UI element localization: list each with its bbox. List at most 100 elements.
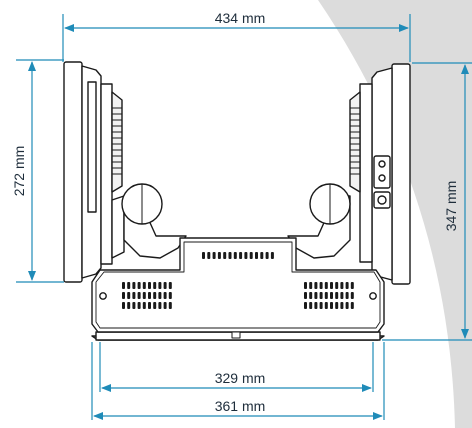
vent-slot — [314, 282, 318, 289]
vent-slot — [345, 302, 349, 309]
vent-slot — [212, 252, 216, 259]
base-screw-icon — [99, 292, 107, 300]
vent-slot — [335, 282, 339, 289]
vent-slot — [158, 302, 162, 309]
right-arm — [287, 183, 351, 259]
vent-slot — [132, 292, 136, 299]
vent-slot — [270, 252, 274, 259]
vent-slot — [137, 282, 141, 289]
vent-slot — [223, 252, 227, 259]
vent-slot — [350, 302, 354, 309]
vent-slot — [163, 302, 167, 309]
vent-slot — [309, 292, 313, 299]
right-screen — [349, 63, 411, 285]
dim-label-base-inner-width: 329 mm — [215, 370, 266, 386]
vent-slot — [350, 292, 354, 299]
vent-slot — [122, 292, 125, 299]
vent-slot — [132, 282, 136, 289]
left-vent-grille — [122, 282, 172, 309]
left-vent-slots — [112, 107, 122, 175]
vent-slot — [137, 292, 141, 299]
vent-slot — [319, 282, 323, 289]
vent-slot — [309, 302, 313, 309]
vent-slot — [158, 282, 162, 289]
vent-slot — [127, 282, 131, 289]
port-icon — [378, 160, 386, 168]
vent-slot — [168, 282, 172, 289]
top-vent-grille — [202, 252, 274, 259]
dim-base-outer-width: 361 mm — [93, 398, 383, 420]
vent-slot — [340, 302, 344, 309]
vent-slot — [265, 252, 269, 259]
vent-slot — [168, 302, 172, 309]
vent-slot — [239, 252, 243, 259]
dim-overall-height: 347 mm — [443, 64, 469, 339]
vent-slot — [163, 282, 167, 289]
vent-slot — [340, 282, 344, 289]
dim-overall-width: 434 mm — [64, 10, 409, 32]
dim-label-screen-height: 272 mm — [11, 146, 27, 197]
vent-slot — [153, 292, 157, 299]
base-unit — [91, 237, 385, 341]
vent-slot — [255, 252, 258, 259]
vent-slot — [122, 302, 125, 309]
base-screw-icon — [369, 292, 377, 300]
vent-slot — [148, 292, 151, 299]
connector-panel — [373, 155, 391, 189]
vent-slot — [132, 302, 136, 309]
vent-slot — [330, 282, 333, 289]
vent-slot — [330, 292, 333, 299]
vent-slot — [345, 292, 349, 299]
vent-slot — [304, 302, 307, 309]
left-screen — [63, 61, 125, 283]
vent-slot — [335, 302, 339, 309]
vent-slot — [324, 292, 328, 299]
vent-slot — [319, 292, 323, 299]
vent-slot — [314, 302, 318, 309]
vent-slot — [127, 292, 131, 299]
vent-slot — [137, 302, 141, 309]
vent-slot — [304, 292, 307, 299]
vent-slot — [233, 252, 237, 259]
vent-slot — [309, 282, 313, 289]
vent-slot — [228, 252, 232, 259]
vent-slot — [324, 282, 328, 289]
dim-label-base-outer-width: 361 mm — [215, 398, 266, 414]
vent-slot — [340, 292, 344, 299]
vent-slot — [314, 292, 318, 299]
vent-slot — [244, 252, 248, 259]
dim-label-overall-height: 347 mm — [443, 181, 459, 232]
vent-slot — [163, 292, 167, 299]
base-vent-grilles — [122, 252, 354, 309]
vent-slot — [304, 282, 307, 289]
vent-slot — [142, 282, 146, 289]
vent-slot — [168, 292, 172, 299]
vent-slot — [153, 302, 157, 309]
vent-slot — [217, 252, 221, 259]
vent-slot — [324, 302, 328, 309]
right-vent-grille — [304, 282, 354, 309]
vent-slot — [345, 282, 349, 289]
vent-slot — [142, 292, 146, 299]
device-drawing — [63, 61, 411, 341]
vent-slot — [335, 292, 339, 299]
vent-slot — [249, 252, 253, 259]
background-shape — [318, 0, 472, 428]
vent-slot — [122, 282, 125, 289]
right-vent-slots — [350, 107, 360, 175]
dim-screen-height: 272 mm — [11, 61, 36, 281]
vent-slot — [127, 302, 131, 309]
vent-slot — [207, 252, 211, 259]
left-arm — [121, 183, 187, 259]
vent-slot — [158, 292, 162, 299]
power-jack-icon — [377, 195, 387, 205]
port-icon — [378, 174, 386, 182]
vent-slot — [148, 282, 151, 289]
vent-slot — [153, 282, 157, 289]
vent-slot — [142, 302, 146, 309]
vent-slot — [330, 302, 333, 309]
vent-slot — [260, 252, 264, 259]
vent-slot — [148, 302, 151, 309]
dim-base-inner-width: 329 mm — [101, 370, 372, 392]
